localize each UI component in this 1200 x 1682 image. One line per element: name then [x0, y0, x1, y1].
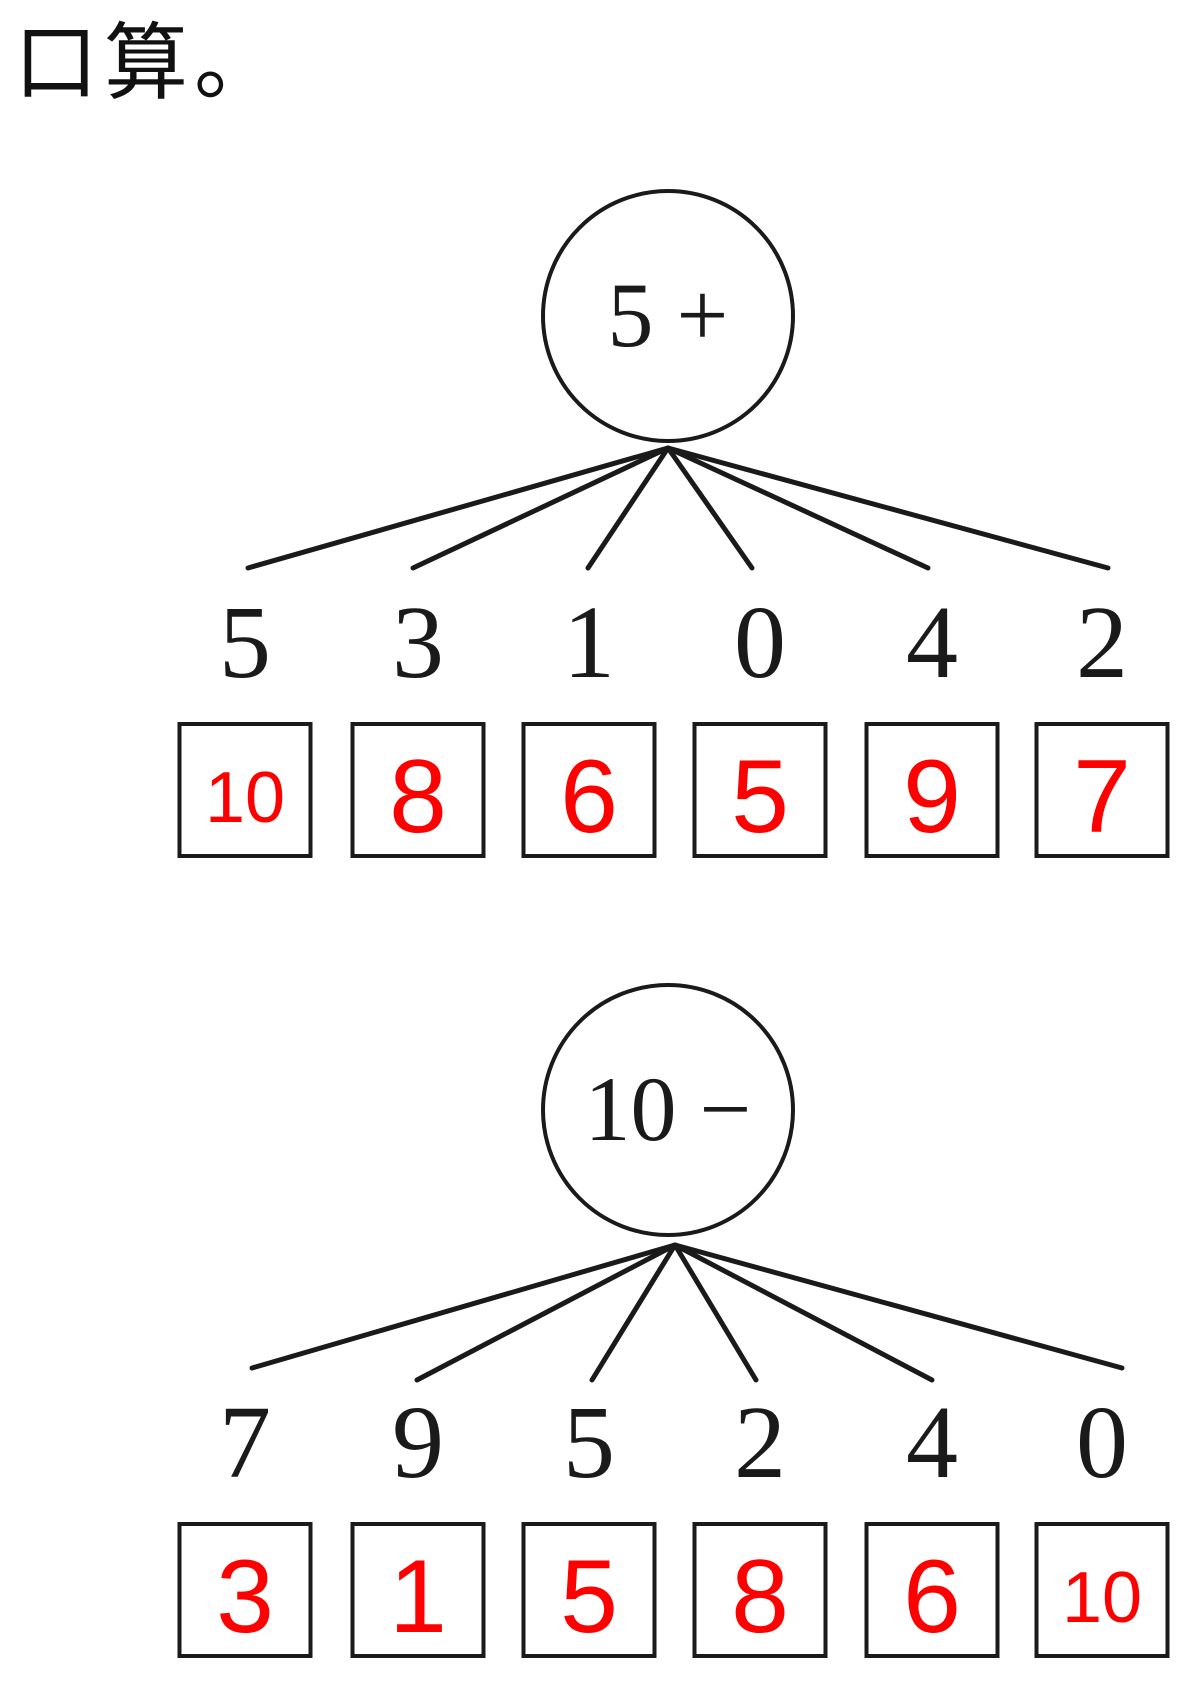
operand-number: 3	[392, 585, 444, 700]
page-title: 口算。	[14, 14, 285, 112]
connector-line	[249, 1242, 678, 1371]
answer-box[interactable]	[350, 722, 486, 858]
operand-number: 7	[219, 1385, 271, 1500]
operand-number: 1	[563, 585, 615, 700]
answer-value: 8	[389, 739, 447, 855]
operand-number: 5	[219, 585, 271, 700]
operand-number: 4	[906, 585, 958, 700]
answer-value: 6	[903, 1539, 961, 1655]
operand-number: 5	[563, 1385, 615, 1500]
answer-value: 3	[216, 1539, 274, 1655]
connector-line	[589, 1242, 678, 1383]
answer-box[interactable]	[864, 722, 1000, 858]
connector-line	[245, 445, 671, 571]
connector-line	[665, 445, 1111, 571]
answer-box[interactable]	[521, 1522, 657, 1658]
answer-value: 10	[205, 758, 285, 838]
operand-number: 4	[906, 1385, 958, 1500]
answer-box[interactable]	[521, 722, 657, 858]
answer-box[interactable]	[692, 722, 828, 858]
answer-box[interactable]	[692, 1522, 828, 1658]
answer-box[interactable]	[1034, 722, 1170, 858]
answer-value: 10	[1062, 1558, 1142, 1638]
operand-number: 9	[392, 1385, 444, 1500]
answer-value: 9	[903, 739, 961, 855]
operand-number: 0	[734, 585, 786, 700]
connector-line	[672, 1242, 1125, 1371]
answer-value: 1	[389, 1539, 447, 1655]
operator-circle	[541, 189, 795, 443]
connector-line	[665, 445, 755, 571]
answer-value: 6	[560, 739, 618, 855]
connector-line	[672, 1242, 935, 1383]
operation-group-1: 5 + 5 10 3 8 1 6 0 5 4 92 7	[177, 189, 1170, 858]
connector-line	[410, 445, 671, 571]
answer-box[interactable]	[177, 1522, 313, 1658]
connector-line	[672, 1242, 759, 1383]
answer-box[interactable]	[1034, 1522, 1170, 1658]
answer-value: 8	[731, 1539, 789, 1655]
operand-number: 0	[1076, 1385, 1128, 1500]
operand-number: 2	[1076, 585, 1128, 700]
answer-box[interactable]	[350, 1522, 486, 1658]
operator-circle	[541, 983, 795, 1237]
operand-number: 2	[734, 1385, 786, 1500]
answer-value: 5	[560, 1539, 618, 1655]
answer-value: 5	[731, 739, 789, 855]
answer-box[interactable]	[177, 722, 313, 858]
connector-line	[585, 445, 671, 571]
operator-label: 10 −	[585, 1058, 752, 1160]
connector-line	[414, 1242, 678, 1383]
answer-value: 7	[1073, 739, 1131, 855]
operator-label: 5 +	[608, 264, 729, 366]
connector-line	[665, 445, 931, 571]
answer-box[interactable]	[864, 1522, 1000, 1658]
